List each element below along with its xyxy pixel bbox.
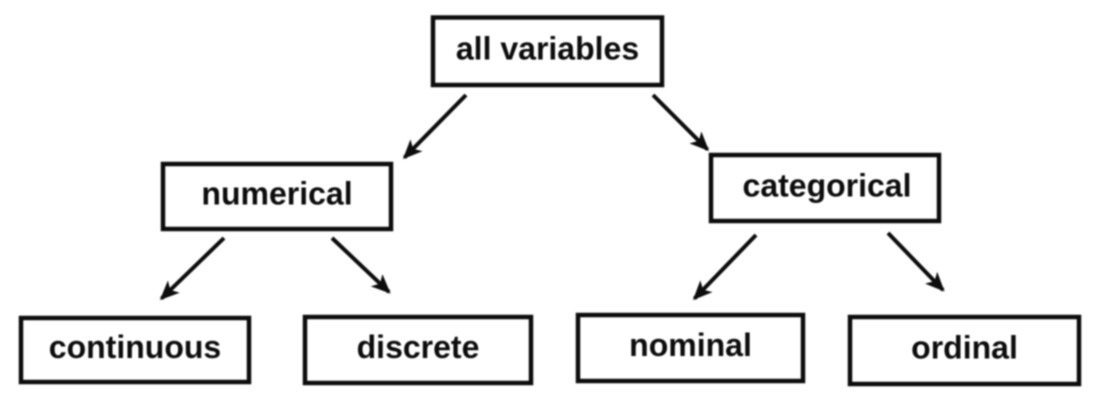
- svg-text:categorical: categorical: [743, 168, 912, 204]
- svg-text:all variables: all variables: [456, 31, 639, 67]
- svg-text:discrete: discrete: [357, 329, 480, 365]
- svg-text:continuous: continuous: [49, 329, 221, 365]
- svg-text:nominal: nominal: [629, 327, 752, 363]
- svg-text:ordinal: ordinal: [911, 330, 1018, 366]
- svg-text:numerical: numerical: [201, 176, 352, 212]
